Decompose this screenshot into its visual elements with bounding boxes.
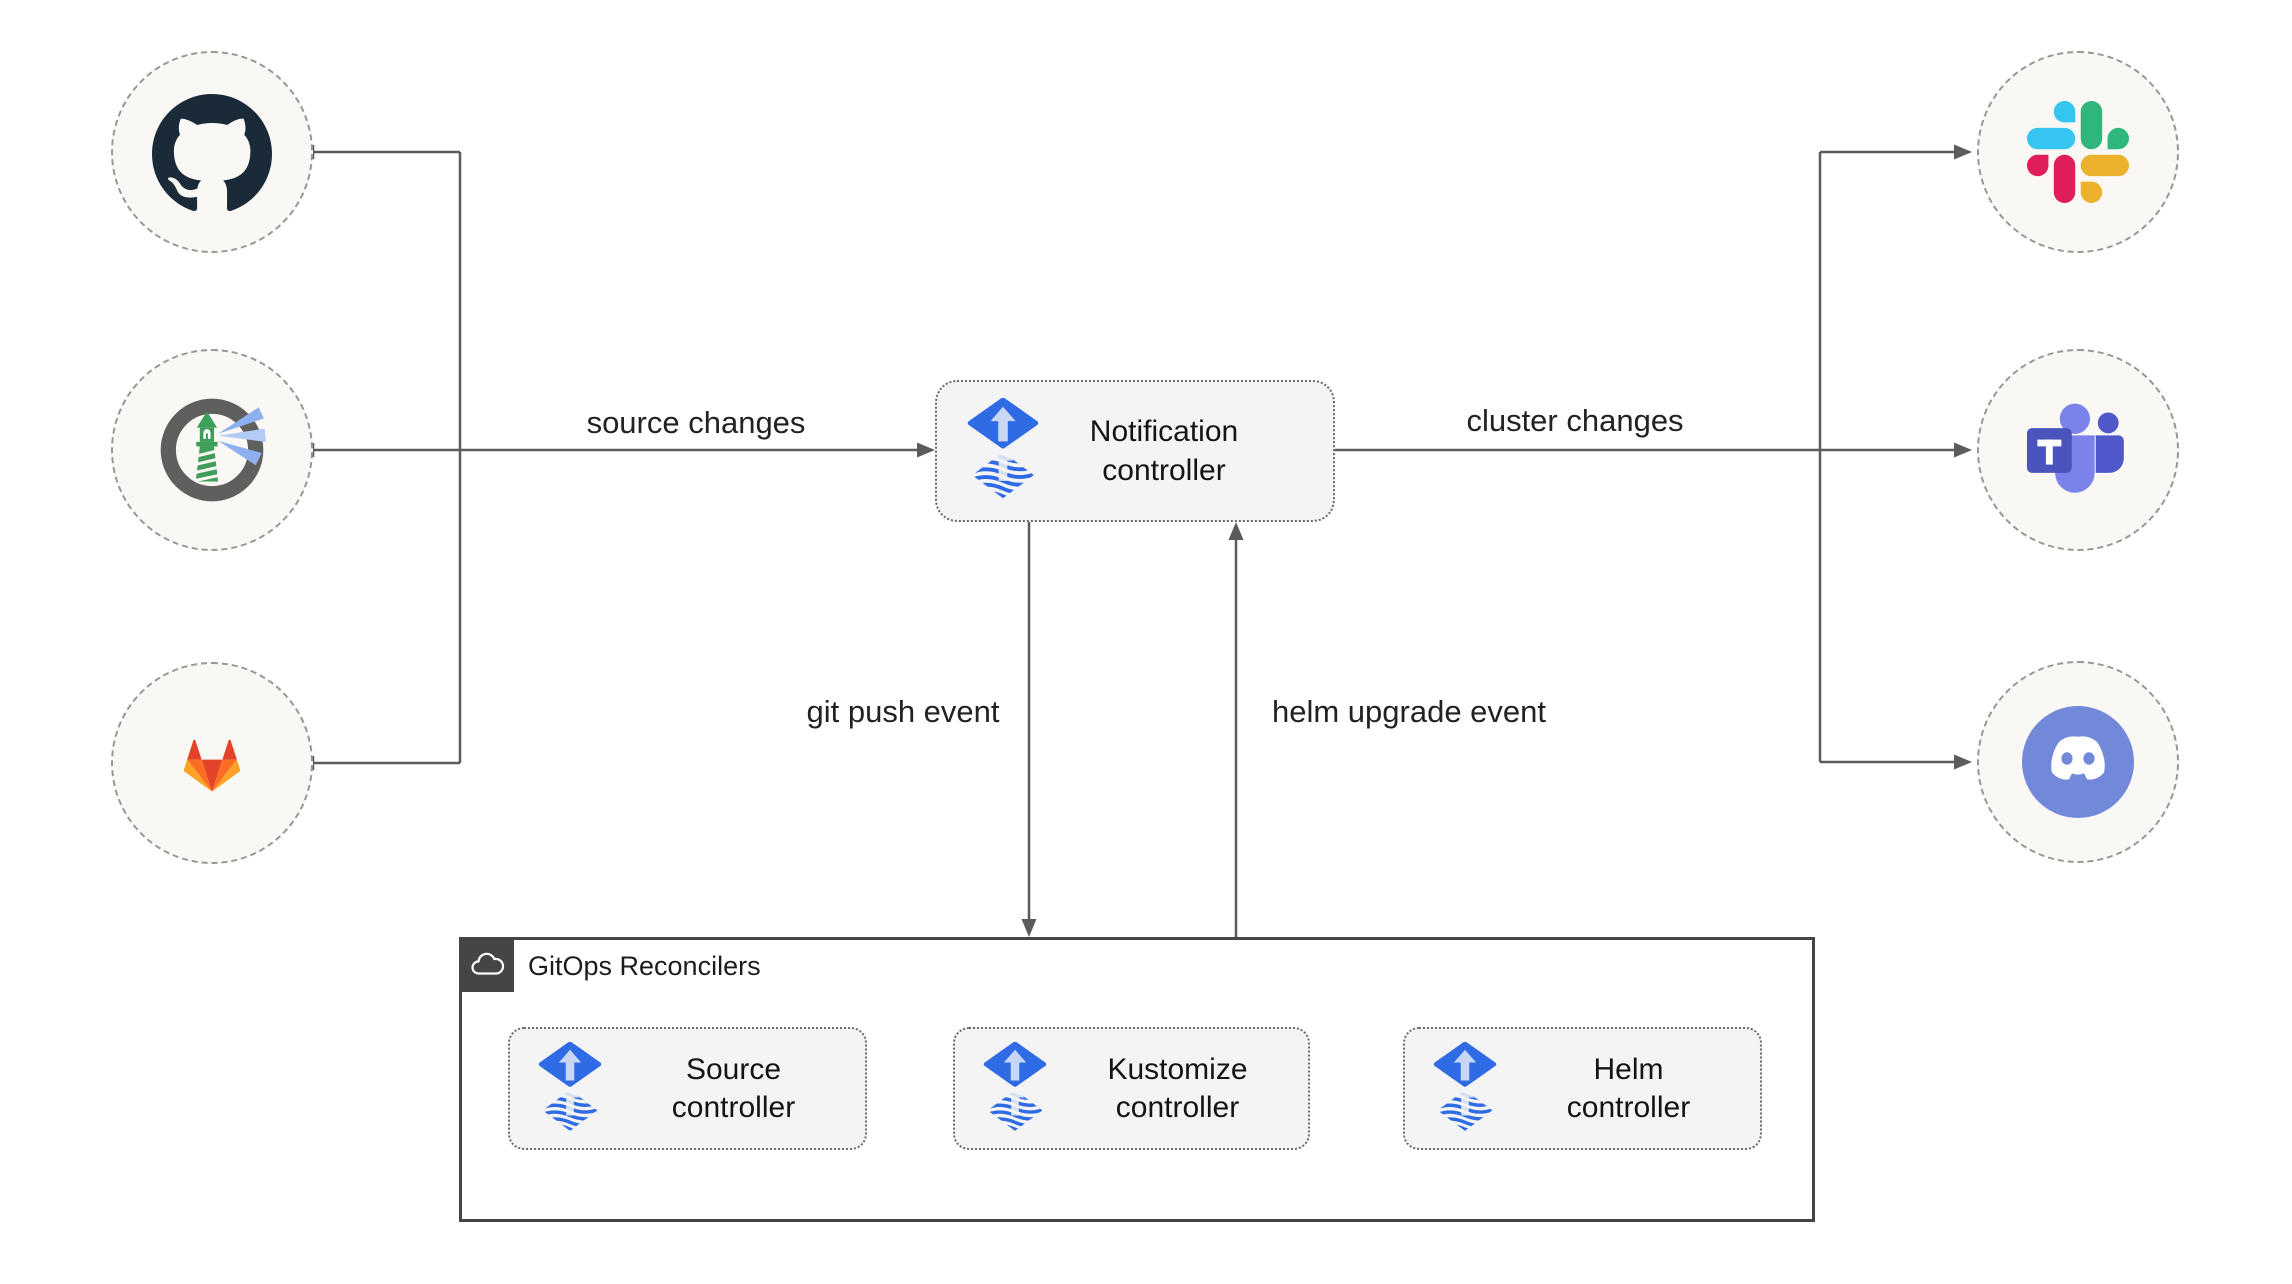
endpoint-gitlab [111, 662, 313, 864]
arrowhead-teams [1954, 442, 1972, 458]
source-controller-label: Source controller [671, 1053, 796, 1124]
cloud-icon [470, 952, 504, 975]
edge-label-git-push-event: git push event [802, 694, 1004, 730]
arrowhead-git-push [1021, 919, 1037, 937]
flux-icon [538, 1041, 602, 1131]
slack-icon [2027, 101, 2129, 203]
github-icon [152, 93, 272, 211]
endpoint-slack [1977, 51, 2179, 253]
endpoint-teams [1977, 349, 2179, 551]
edge-label-cluster-changes: cluster changes [1462, 403, 1688, 439]
discord-icon [2022, 706, 2134, 818]
endpoint-discord [1977, 661, 2179, 863]
endpoint-harbor [111, 349, 313, 551]
flux-icon [983, 1041, 1047, 1131]
node-kustomize-controller: Kustomize controller [953, 1027, 1310, 1150]
edge-label-source-changes: source changes [582, 405, 810, 441]
teams-icon [2026, 403, 2124, 493]
harbor-icon [160, 398, 266, 502]
node-source-controller: Source controller [508, 1027, 867, 1150]
arrowhead-discord [1954, 754, 1972, 770]
endpoint-github [111, 51, 313, 253]
gitlab-icon [183, 739, 241, 792]
arrowhead-source-changes [917, 442, 935, 458]
arrowhead-helm-upgrade [1228, 522, 1244, 540]
arrowhead-slack [1954, 144, 1972, 160]
flux-icon [1433, 1041, 1497, 1131]
kustomize-controller-label: Kustomize controller [1107, 1053, 1248, 1124]
flux-icon [967, 398, 1039, 499]
notification-controller-label: Notification controller [1089, 415, 1239, 487]
edge-label-helm-upgrade-event: helm upgrade event [1267, 694, 1551, 730]
node-helm-controller: Helm controller [1403, 1027, 1762, 1150]
gitops-reconcilers-title: GitOps Reconcilers [528, 951, 761, 981]
node-notification-controller: Notification controller [935, 380, 1335, 522]
helm-controller-label: Helm controller [1566, 1053, 1691, 1124]
cloud-badge [459, 937, 514, 992]
